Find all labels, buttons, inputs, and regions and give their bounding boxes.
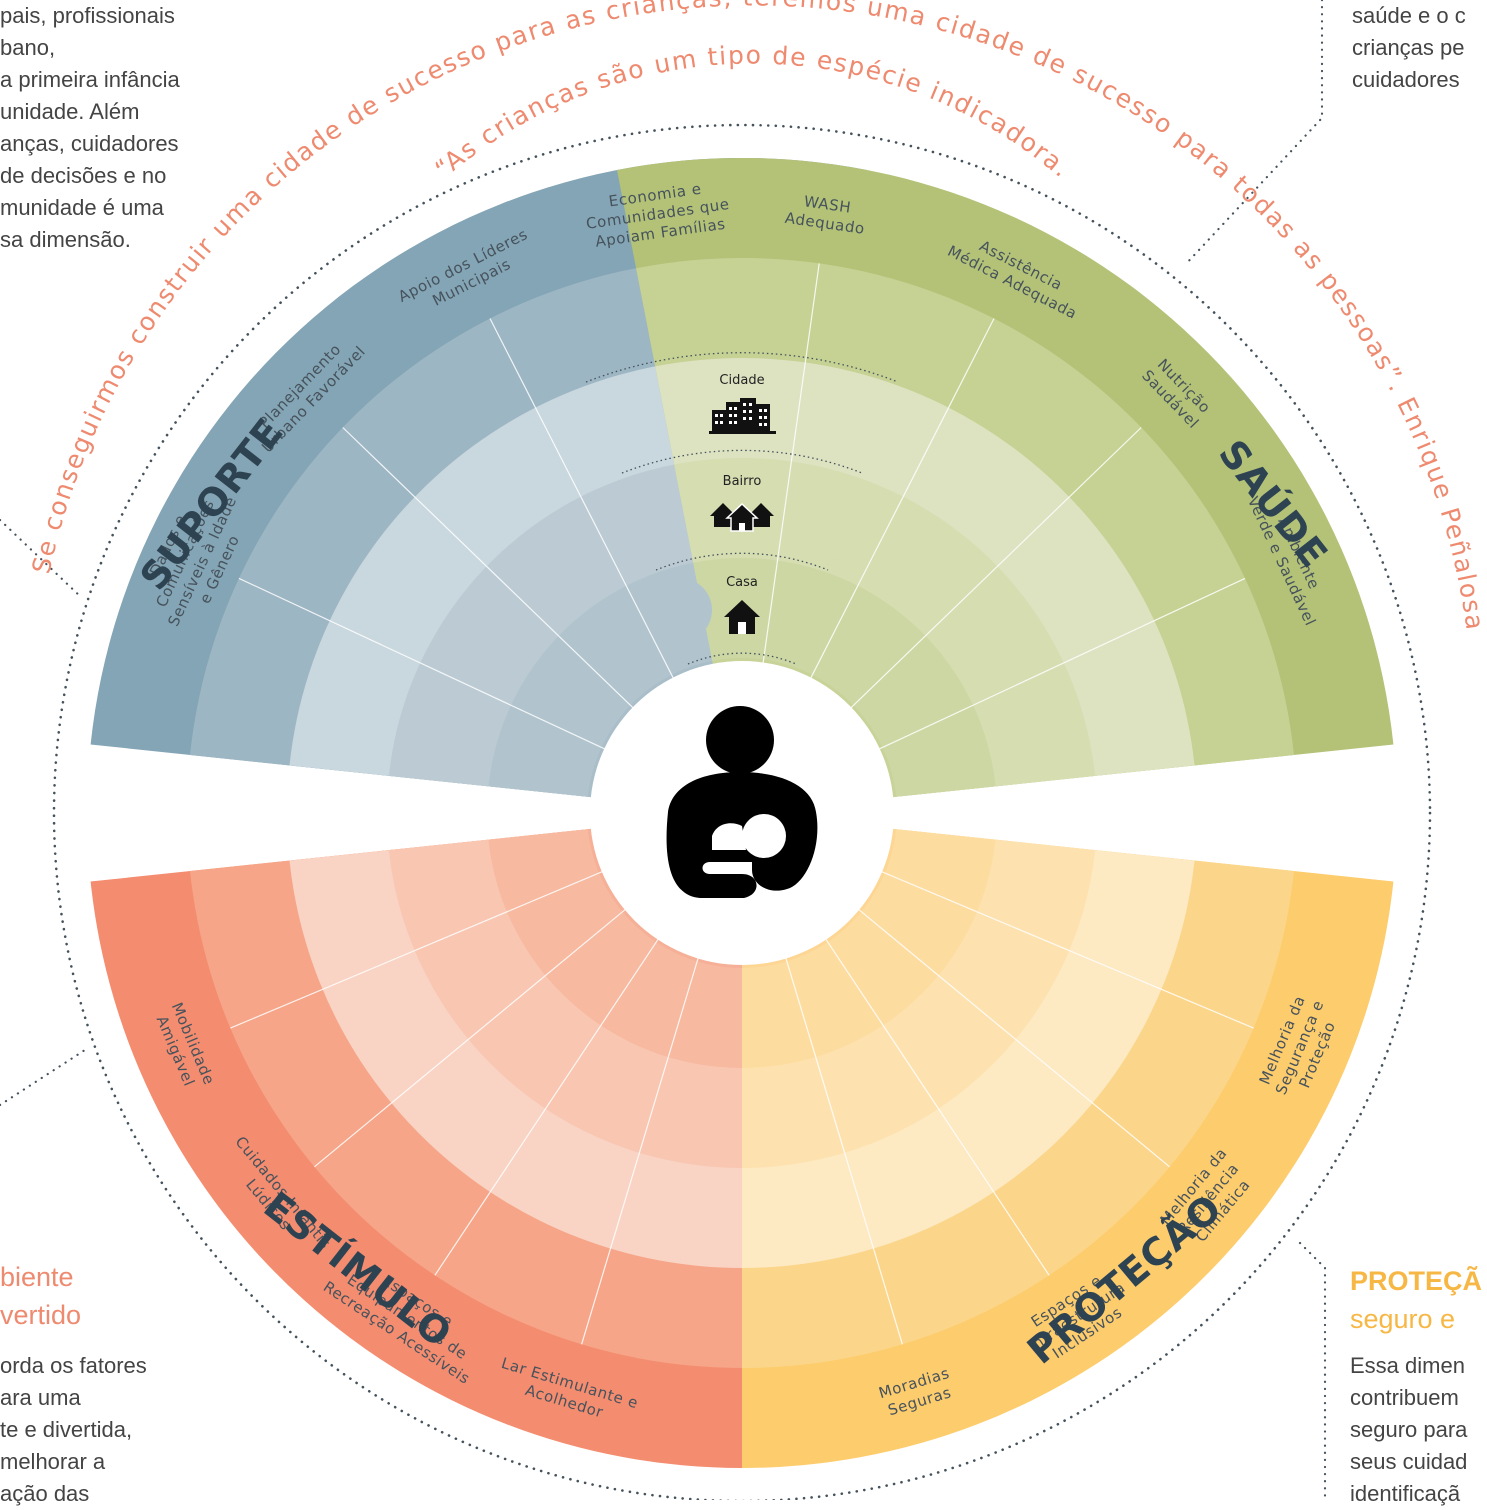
- buildings-icon: [709, 398, 776, 434]
- divider-saude-3: [849, 427, 1142, 710]
- divider-suporte-1: [238, 577, 607, 751]
- level-label-bairro: Bairro: [723, 474, 762, 489]
- tab-suporte-3: [618, 496, 682, 560]
- breastfeeding-icon: [666, 706, 818, 898]
- tabs-saude: [773, 208, 978, 642]
- divider-estimulo-2: [434, 937, 660, 1276]
- tab-suporte-4: [648, 578, 712, 642]
- divider-estimulo-1: [581, 956, 700, 1345]
- divider-suporte-3: [489, 318, 675, 680]
- divider-protecao-1: [880, 870, 1254, 1029]
- tabs-suporte: [506, 208, 712, 642]
- divider-estimulo-4: [230, 870, 604, 1029]
- divider-saude-4: [877, 577, 1246, 751]
- outer-dotted-circle: [52, 123, 1432, 1500]
- divider-saude-1: [762, 263, 820, 665]
- tab-saude-3: [804, 496, 868, 560]
- divider-protecao-4: [784, 956, 903, 1345]
- level-label-cidade: Cidade: [719, 373, 764, 388]
- tab-suporte-0: [506, 208, 574, 276]
- divider-protecao-3: [824, 937, 1050, 1276]
- level-cidade: Cidade: [709, 373, 776, 434]
- houses-icon: [710, 502, 774, 532]
- level-arcs: [585, 352, 899, 665]
- tab-saude-4: [773, 578, 837, 642]
- divider-estimulo-3: [314, 908, 627, 1168]
- tab-saude-0: [910, 208, 978, 276]
- tab-suporte-1: [541, 286, 609, 354]
- divider-suporte-2: [342, 427, 635, 710]
- tab-suporte-2: [578, 403, 642, 467]
- tab-saude-1: [874, 286, 942, 354]
- divider-protecao-2: [857, 908, 1170, 1168]
- divider-saude-2: [809, 318, 995, 680]
- dimension-quadrants: [90, 157, 1394, 1468]
- house-icon: [724, 600, 760, 634]
- side-title-bottom-right: PROTEÇÃ seguro e: [1350, 1266, 1483, 1334]
- level-casa: Casa: [724, 575, 760, 634]
- level-label-casa: Casa: [726, 575, 758, 590]
- quadrant-estimulo: [90, 813, 743, 1468]
- level-bairro: Bairro: [710, 474, 774, 532]
- tab-saude-2: [841, 403, 905, 467]
- dotted-connector-lines: [0, 0, 1327, 1500]
